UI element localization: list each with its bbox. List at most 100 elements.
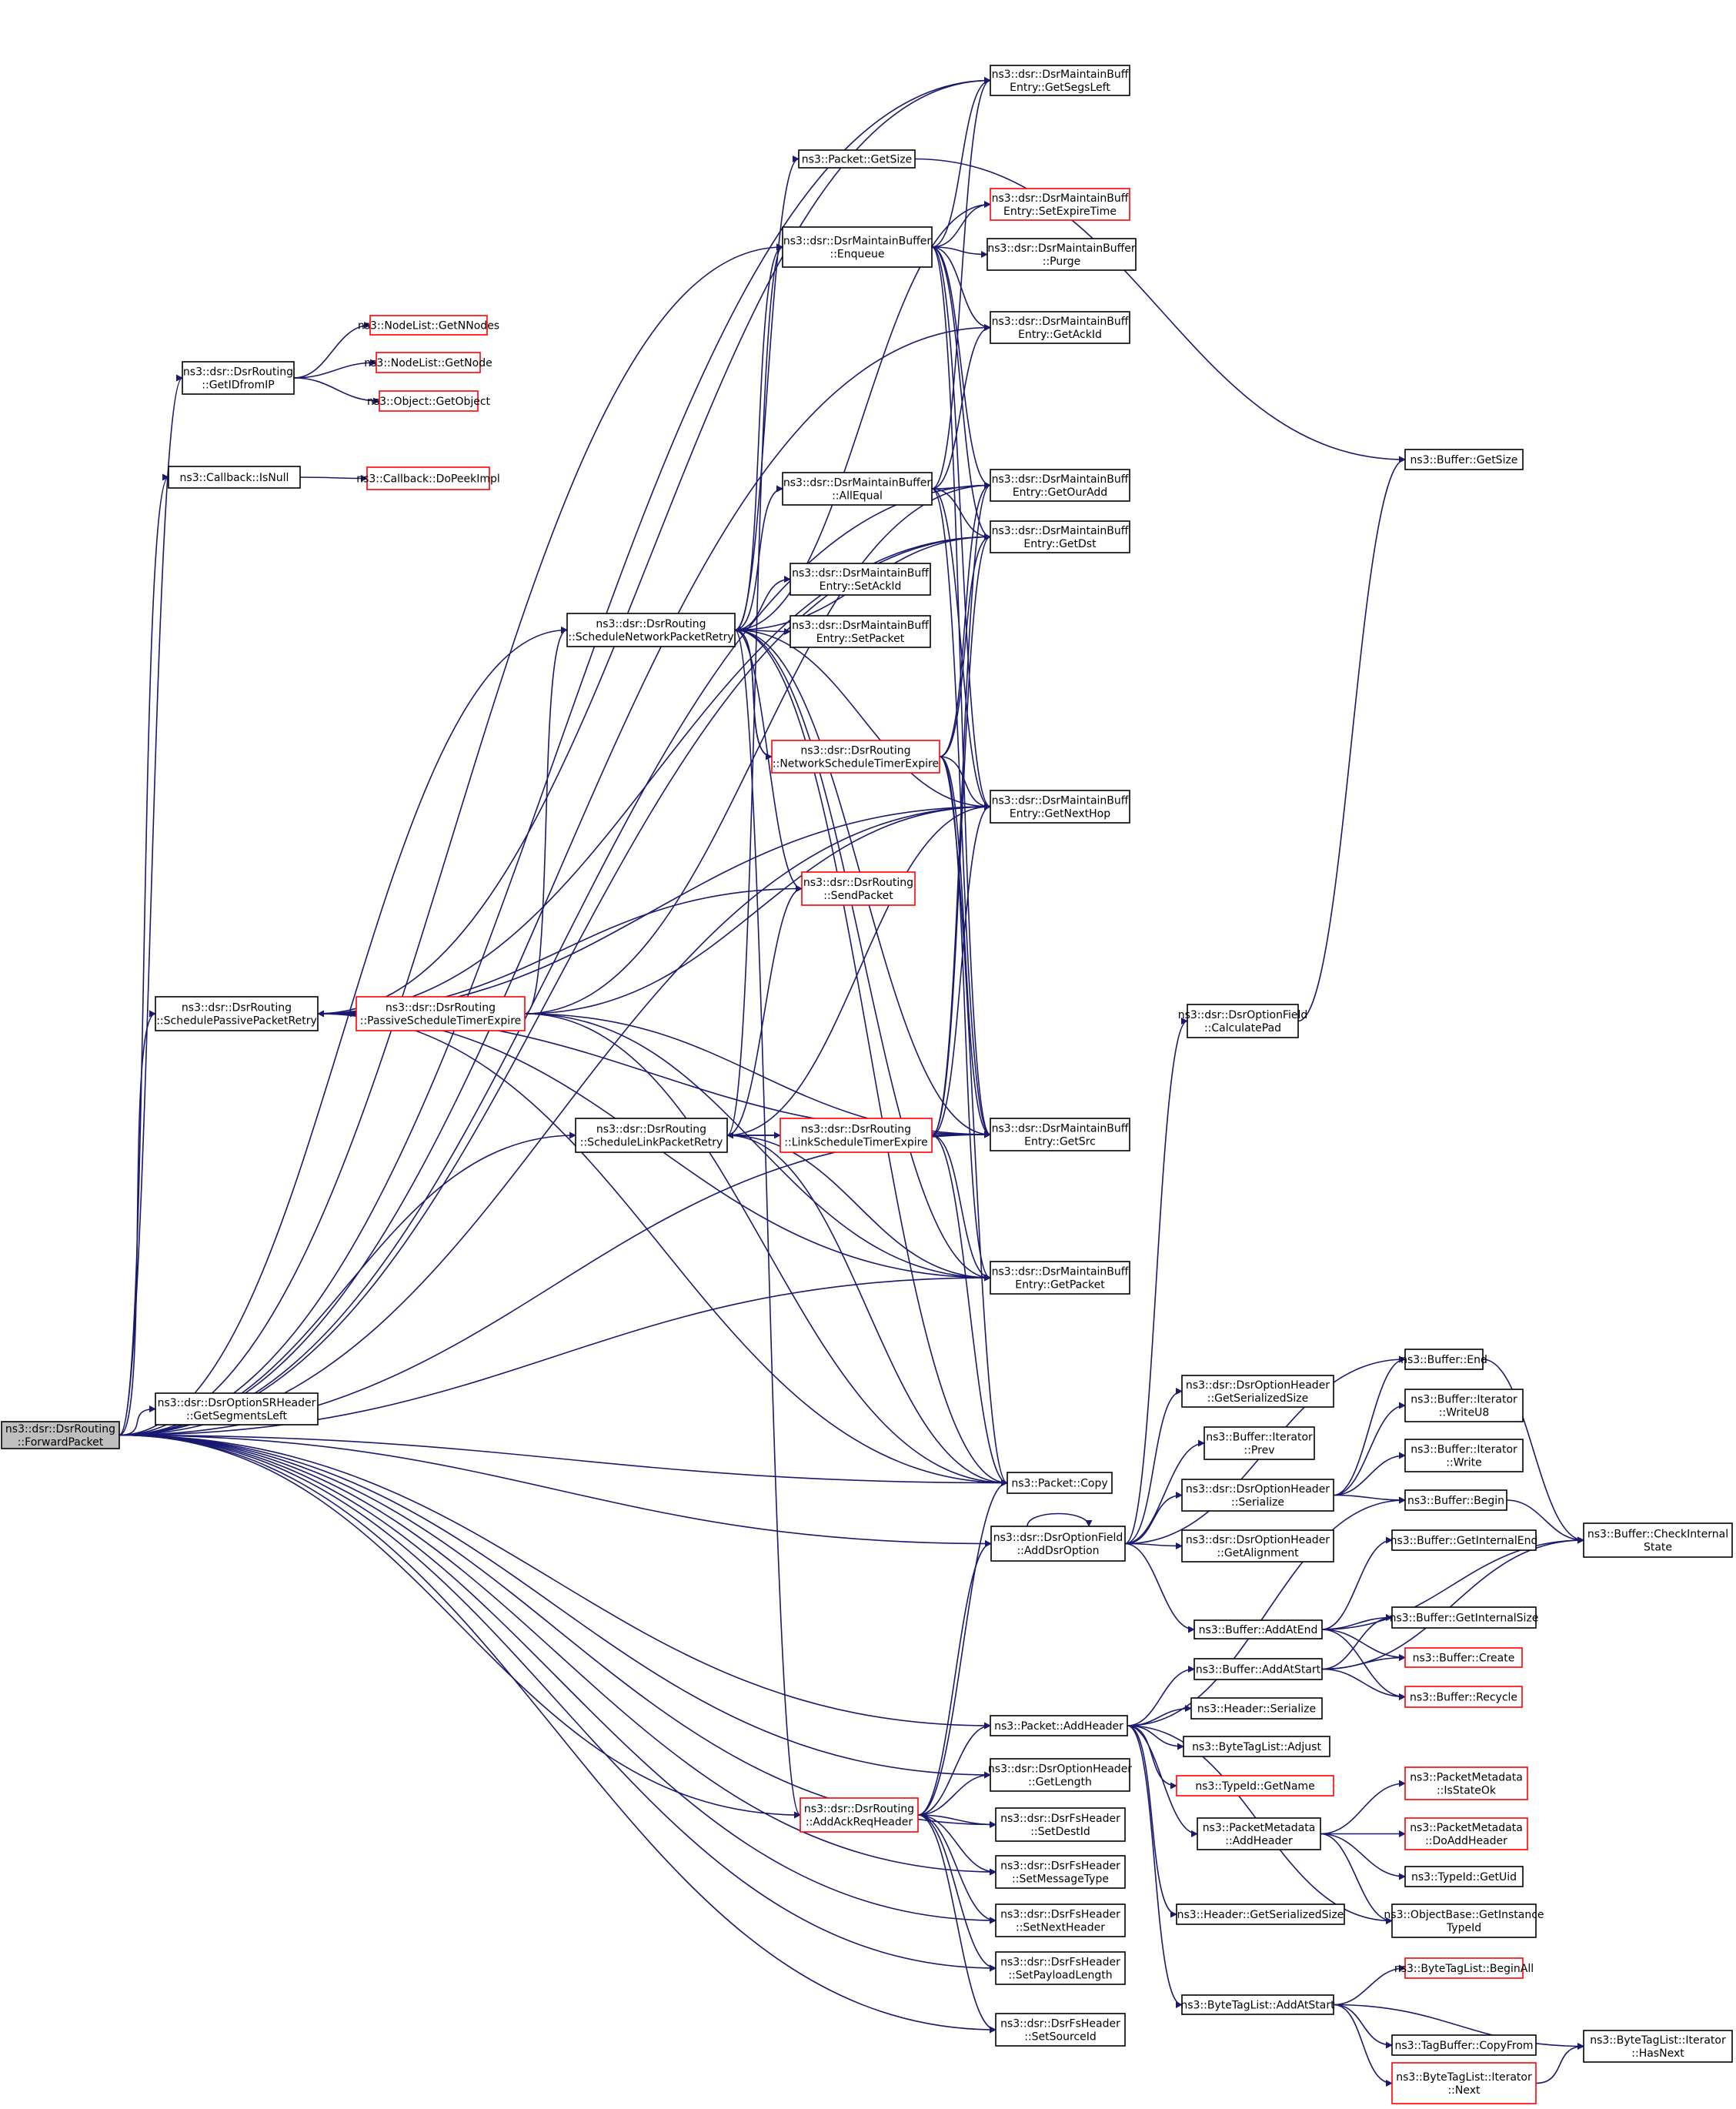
node-btlbeginall[interactable]: ns3::ByteTagList::BeginAll <box>1394 1957 1534 1979</box>
node-setnextheader[interactable]: ns3::dsr::DsrFsHeader::SetNextHeader <box>995 1903 1126 1937</box>
node-getnnodes[interactable]: ns3::NodeList::GetNNodes <box>358 315 499 336</box>
node-writeu8[interactable]: ns3::Buffer::Iterator::WriteU8 <box>1404 1389 1524 1422</box>
node-label-line: ns3::PacketMetadata <box>1410 1822 1523 1834</box>
node-bufaddatstart[interactable]: ns3::Buffer::AddAtStart <box>1194 1658 1323 1680</box>
node-typeidgetuid[interactable]: ns3::TypeId::GetUid <box>1404 1866 1524 1887</box>
node-allequal[interactable]: ns3::dsr::DsrMaintainBuffer::AllEqual <box>782 472 933 506</box>
node-getidfromip[interactable]: ns3::dsr::DsrRouting::GetIDfromIP <box>182 361 295 395</box>
node-enqueue[interactable]: ns3::dsr::DsrMaintainBuffer::Enqueue <box>782 226 933 268</box>
call-edge-passiveexpire-to-schednet <box>524 627 568 1014</box>
node-setpayloadlen[interactable]: ns3::dsr::DsrFsHeader::SetPayloadLength <box>995 1951 1126 1985</box>
call-edge-adddsroption-to-calcpad <box>1124 1018 1188 1545</box>
node-box <box>1404 1489 1507 1511</box>
node-netexpire[interactable]: ns3::dsr::DsrRouting::NetworkScheduleTim… <box>771 740 940 774</box>
node-iterwrite[interactable]: ns3::Buffer::Iterator::Write <box>1404 1439 1524 1472</box>
node-bufinternalend[interactable]: ns3::Buffer::GetInternalEnd <box>1390 1529 1538 1551</box>
node-dopeek[interactable]: ns3::Callback::DoPeekImpl <box>356 466 500 490</box>
node-bufinternalsize[interactable]: ns3::Buffer::GetInternalSize <box>1390 1606 1539 1629</box>
node-optgetalign[interactable]: ns3::dsr::DsrOptionHeader::GetAlignment <box>1181 1529 1334 1563</box>
call-edge-linkexpire-to-getdst <box>931 533 991 1136</box>
node-pktsize[interactable]: ns3::Packet::GetSize <box>798 149 916 169</box>
node-box <box>990 1261 1130 1295</box>
node-pktaddheader[interactable]: ns3::Packet::AddHeader <box>990 1715 1128 1736</box>
node-bufrecycle[interactable]: ns3::Buffer::Recycle <box>1404 1686 1523 1708</box>
node-iterprev[interactable]: ns3::Buffer::Iterator::Prev <box>1204 1426 1315 1460</box>
node-setexpire[interactable]: ns3::dsr::DsrMaintainBuffEntry::SetExpir… <box>990 188 1130 221</box>
node-setmsgtype[interactable]: ns3::dsr::DsrFsHeader::SetMessageType <box>995 1855 1126 1889</box>
node-getnode[interactable]: ns3::NodeList::GetNode <box>364 352 492 373</box>
node-label-line: ns3::Buffer::Iterator <box>1410 1443 1517 1456</box>
node-optgetsersize[interactable]: ns3::dsr::DsrOptionHeader::GetSerialized… <box>1181 1375 1334 1408</box>
node-calcpad[interactable]: ns3::dsr::DsrOptionField::CalculatePad <box>1178 1004 1308 1038</box>
node-box <box>1181 1375 1334 1408</box>
node-label-line: Entry::GetOurAdd <box>1013 486 1107 499</box>
node-adddsroption[interactable]: ns3::dsr::DsrOptionField::AddDsrOption <box>990 1526 1126 1562</box>
call-edge-bufaddatend-to-bufcreate <box>1321 1629 1406 1661</box>
call-edge-forward-to-setsourceid <box>119 1434 997 2034</box>
node-box <box>990 1715 1128 1736</box>
node-bufaddatend[interactable]: ns3::Buffer::AddAtEnd <box>1194 1619 1323 1639</box>
node-passiveexpire[interactable]: ns3::dsr::DsrRouting::PassiveScheduleTim… <box>356 996 526 1031</box>
node-label-line: ns3::Buffer::Create <box>1413 1652 1515 1664</box>
node-hdrserialize[interactable]: ns3::Header::Serialize <box>1190 1697 1323 1720</box>
node-forward[interactable]: ns3::dsr::DsrRouting::ForwardPacket <box>1 1421 120 1449</box>
node-schedpassive[interactable]: ns3::dsr::DsrRouting::SchedulePassivePac… <box>155 996 319 1031</box>
node-isstateok[interactable]: ns3::PacketMetadata::IsStateOk <box>1404 1766 1528 1800</box>
node-addackreq[interactable]: ns3::dsr::DsrRouting::AddAckReqHeader <box>800 1797 919 1833</box>
node-label-line: ::AddAckReqHeader <box>806 1816 913 1828</box>
node-label-line: ns3::dsr::DsrRouting <box>386 1001 496 1014</box>
node-doaddheader[interactable]: ns3::PacketMetadata::DoAddHeader <box>1404 1817 1528 1850</box>
node-btladdatstart[interactable]: ns3::ByteTagList::AddAtStart <box>1180 1994 1335 2015</box>
node-optgetlength[interactable]: ns3::dsr::DsrOptionHeader::GetLength <box>988 1758 1132 1792</box>
call-edges <box>119 77 1584 2087</box>
node-setpacket[interactable]: ns3::dsr::DsrMaintainBuffEntry::SetPacke… <box>790 615 931 648</box>
call-edge-optserialize-to-bufbegin <box>1333 1494 1406 1504</box>
node-optserialize[interactable]: ns3::dsr::DsrOptionHeader::Serialize <box>1181 1479 1334 1512</box>
call-edge-schednet-to-sendpacket <box>734 629 803 892</box>
node-label-line: ns3::PacketMetadata <box>1410 1771 1523 1783</box>
call-edge-getidfromip-to-getobject <box>293 377 380 405</box>
call-edge-linkexpire-to-getnexthop <box>931 803 991 1136</box>
call-edge-addackreq-to-optgetlength <box>917 1771 991 1816</box>
node-pktcopy[interactable]: ns3::Packet::Copy <box>1007 1472 1113 1494</box>
node-pmaddheader[interactable]: ns3::PacketMetadata::AddHeader <box>1197 1817 1321 1850</box>
node-segsleft[interactable]: ns3::dsr::DsrMaintainBuffEntry::GetSegsL… <box>990 65 1130 96</box>
node-schednet[interactable]: ns3::dsr::DsrRouting::ScheduleNetworkPac… <box>566 613 736 647</box>
node-schedlink[interactable]: ns3::dsr::DsrRouting::ScheduleLinkPacket… <box>575 1118 728 1153</box>
node-tagbufcopyfrom[interactable]: ns3::TagBuffer::CopyFrom <box>1391 2034 1537 2056</box>
node-box <box>1194 1658 1323 1680</box>
node-sendpacket[interactable]: ns3::dsr::DsrRouting::SendPacket <box>801 871 916 906</box>
node-linkexpire[interactable]: ns3::dsr::DsrRouting::LinkScheduleTimerE… <box>780 1118 933 1153</box>
node-box <box>990 1118 1130 1151</box>
node-isnull[interactable]: ns3::Callback::IsNull <box>168 466 301 489</box>
node-bufbegin[interactable]: ns3::Buffer::Begin <box>1404 1489 1507 1511</box>
node-label-line: ::AddDsrOption <box>1017 1545 1099 1557</box>
node-btliternext[interactable]: ns3::ByteTagList::Iterator::Next <box>1391 2062 1537 2104</box>
node-purge[interactable]: ns3::dsr::DsrMaintainBuffer::Purge <box>987 238 1137 271</box>
node-bufgetsize[interactable]: ns3::Buffer::GetSize <box>1404 449 1524 470</box>
node-btliterhasnext[interactable]: ns3::ByteTagList::Iterator::HasNext <box>1583 2030 1733 2063</box>
call-edge-bufaddatend-to-bufinternalend <box>1321 1536 1393 1630</box>
node-box <box>1204 1426 1315 1460</box>
node-getobject[interactable]: ns3::Object::GetObject <box>367 390 491 412</box>
node-box <box>1404 1686 1523 1708</box>
node-typeidgetname[interactable]: ns3::TypeId::GetName <box>1176 1775 1334 1796</box>
call-edge-addackreq-to-setsourceid <box>917 1814 997 2034</box>
node-setsourceid[interactable]: ns3::dsr::DsrFsHeader::SetSourceId <box>995 2013 1126 2047</box>
node-bufend[interactable]: ns3::Buffer::End <box>1400 1349 1487 1370</box>
node-bufcreate[interactable]: ns3::Buffer::Create <box>1404 1647 1523 1668</box>
node-getouradd[interactable]: ns3::dsr::DsrMaintainBuffEntry::GetOurAd… <box>990 469 1130 502</box>
node-segmentsleft[interactable]: ns3::dsr::DsrOptionSRHeader::GetSegments… <box>155 1392 319 1425</box>
node-getpacket[interactable]: ns3::dsr::DsrMaintainBuffEntry::GetPacke… <box>990 1261 1130 1295</box>
node-label-line: ::LinkScheduleTimerExpire <box>784 1136 927 1148</box>
node-getnexthop[interactable]: ns3::dsr::DsrMaintainBuffEntry::GetNextH… <box>990 790 1130 824</box>
node-hdrgetsersize[interactable]: ns3::Header::GetSerializedSize <box>1176 1903 1345 1925</box>
node-btladjust[interactable]: ns3::ByteTagList::Adjust <box>1183 1736 1330 1757</box>
node-setdestid[interactable]: ns3::dsr::DsrFsHeader::SetDestId <box>995 1807 1126 1842</box>
